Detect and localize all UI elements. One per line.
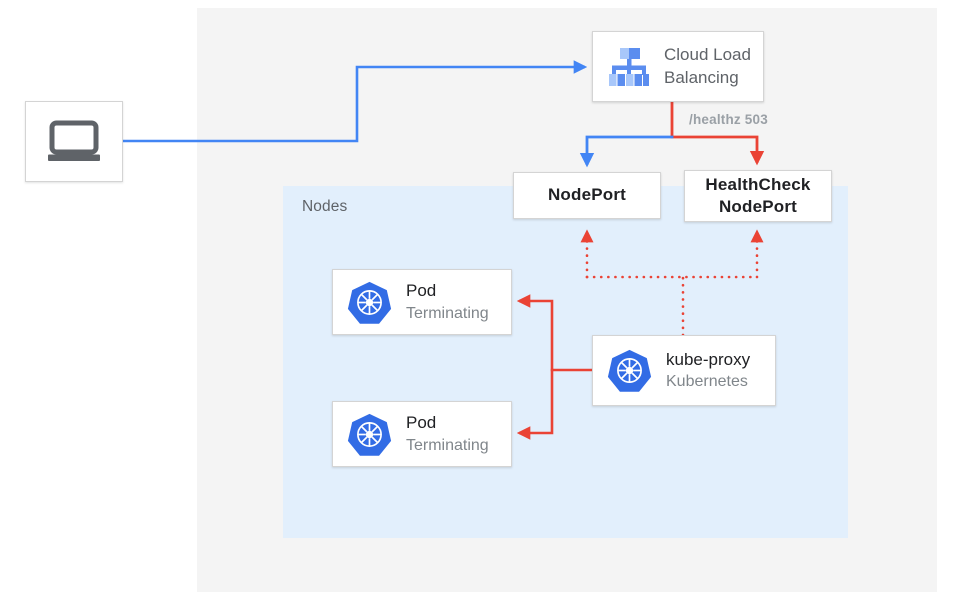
healthcheck-nodeport-line2: NodePort [718,197,798,216]
pod-1-title: Pod [406,281,437,301]
cloud-load-balancing-text: Cloud Load Balancing [664,44,751,89]
pod-2-text: Pod Terminating [406,412,489,456]
cloud-load-balancing-icon [605,45,653,89]
clb-title: Cloud Load [664,45,751,65]
kube-proxy-text: kube-proxy Kubernetes [666,349,750,393]
pod-2-title: Pod [406,413,437,433]
healthcheck-nodeport-text: HealthCheck NodePort [705,174,810,218]
kube-proxy-node[interactable]: kube-proxy Kubernetes [592,335,776,406]
nodeport-node[interactable]: NodePort [513,172,661,219]
clb-subtitle: Balancing [664,67,739,87]
kubernetes-icon [347,412,392,457]
healthz-edge-label: /healthz 503 [689,112,768,127]
pod-1-text: Pod Terminating [406,280,489,324]
pod-1-subtitle: Terminating [406,304,489,322]
nodeport-label: NodePort [547,185,627,205]
kube-proxy-title: kube-proxy [666,349,751,369]
kubernetes-icon [347,280,392,325]
cloud-load-balancing-node[interactable]: Cloud Load Balancing [592,31,764,102]
kube-proxy-subtitle: Kubernetes [666,373,748,391]
kubernetes-icon [607,348,652,393]
pod-node-1[interactable]: Pod Terminating [332,269,512,335]
pod-node-2[interactable]: Pod Terminating [332,401,512,467]
pod-2-subtitle: Terminating [406,436,489,454]
client-node[interactable] [25,101,123,182]
laptop-icon [46,120,102,164]
nodes-region-label: Nodes [302,198,348,215]
healthcheck-nodeport-line1: HealthCheck [705,174,811,194]
healthcheck-nodeport-node[interactable]: HealthCheck NodePort [684,170,832,222]
